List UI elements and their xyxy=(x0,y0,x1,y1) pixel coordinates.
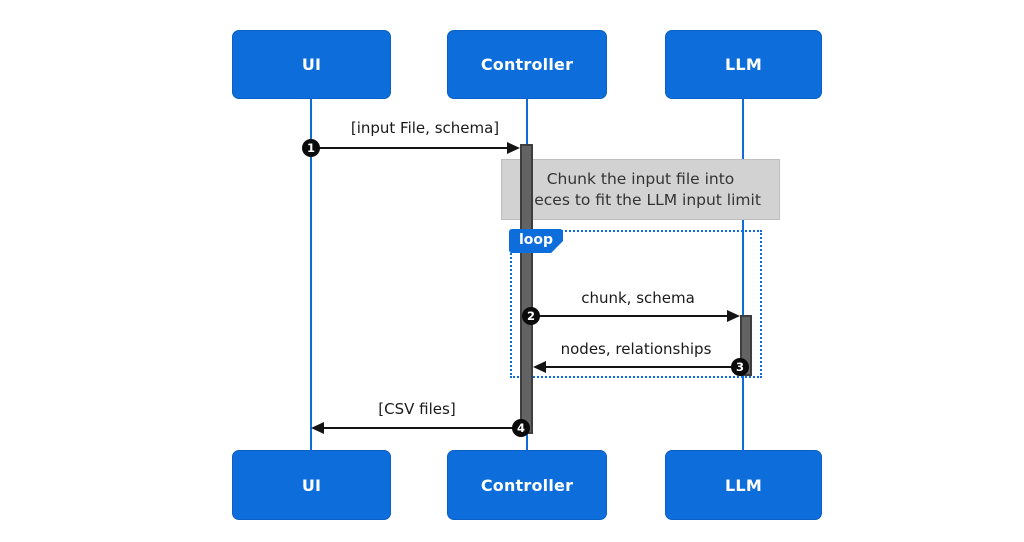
loop-label: loop xyxy=(509,229,563,253)
note-line-1: Chunk the input file into xyxy=(546,169,735,188)
message-2-label: chunk, schema xyxy=(581,289,695,307)
loop-fragment xyxy=(510,230,762,378)
message-1-number-badge: 1 xyxy=(302,139,320,157)
message-3-arrowhead-icon xyxy=(533,361,546,373)
message-3-label: nodes, relationships xyxy=(560,340,712,358)
message-2-arrowhead-icon xyxy=(727,310,740,322)
message-4-arrowhead-icon xyxy=(311,422,324,434)
participant-box-llm-top: LLM xyxy=(665,30,822,99)
lifeline-ui xyxy=(310,99,312,450)
note-chunk-input: Chunk the input file into pieces to fit … xyxy=(501,159,780,220)
participant-box-ui-bottom: UI xyxy=(232,450,391,520)
message-3-number-badge: 3 xyxy=(731,358,749,376)
participant-box-llm-bottom: LLM xyxy=(665,450,822,520)
message-4-number-badge: 4 xyxy=(512,419,530,437)
participant-box-controller-bottom: Controller xyxy=(447,450,607,520)
message-1-arrow xyxy=(312,147,509,149)
message-4-label: [CSV files] xyxy=(378,400,456,418)
message-1-arrowhead-icon xyxy=(507,142,520,154)
note-line-2: pieces to fit the LLM input limit xyxy=(520,190,761,209)
message-2-number-badge: 2 xyxy=(522,307,540,325)
lifeline-llm xyxy=(742,99,744,450)
participant-box-ui-top: UI xyxy=(232,30,391,99)
message-4-arrow xyxy=(324,427,520,429)
message-3-arrow xyxy=(545,366,740,368)
message-2-arrow xyxy=(533,315,729,317)
activation-bar-controller xyxy=(520,144,533,434)
message-1-label: [input File, schema] xyxy=(350,119,500,137)
participant-box-controller-top: Controller xyxy=(447,30,607,99)
